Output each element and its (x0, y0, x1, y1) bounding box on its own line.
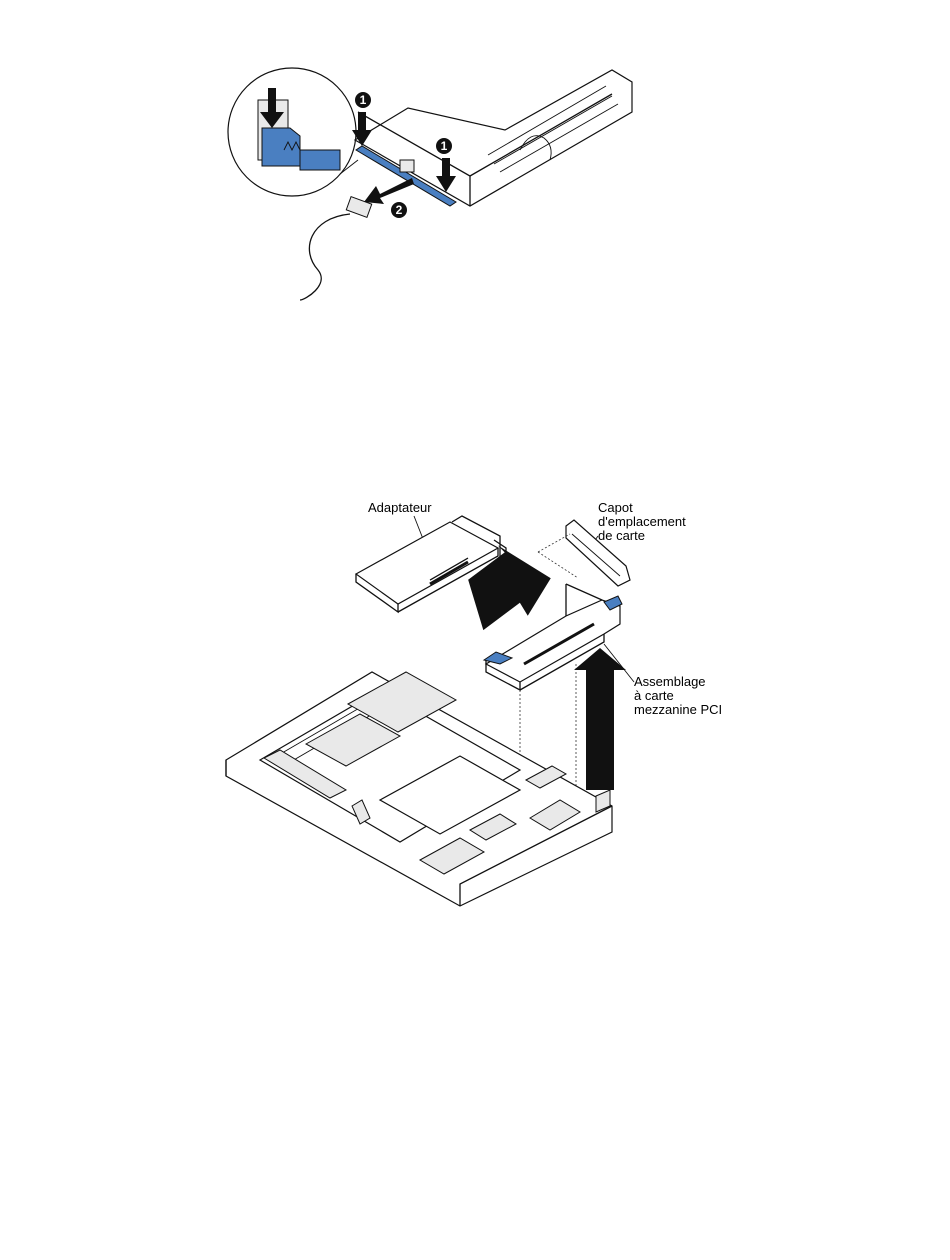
label-slot-cover-line2: d'emplacement (598, 514, 686, 529)
label-slot-cover-line3: de carte (598, 528, 645, 543)
arrow-lift-riser (574, 648, 626, 790)
server-chassis (226, 672, 612, 906)
label-riser-line3: mezzanine PCI (634, 702, 722, 717)
label-adapter: Adaptateur (368, 500, 432, 515)
label-riser-line2: à carte (634, 688, 674, 703)
label-slot-cover-line1: Capot (598, 500, 633, 515)
label-riser-line1: Assemblage (634, 674, 706, 689)
